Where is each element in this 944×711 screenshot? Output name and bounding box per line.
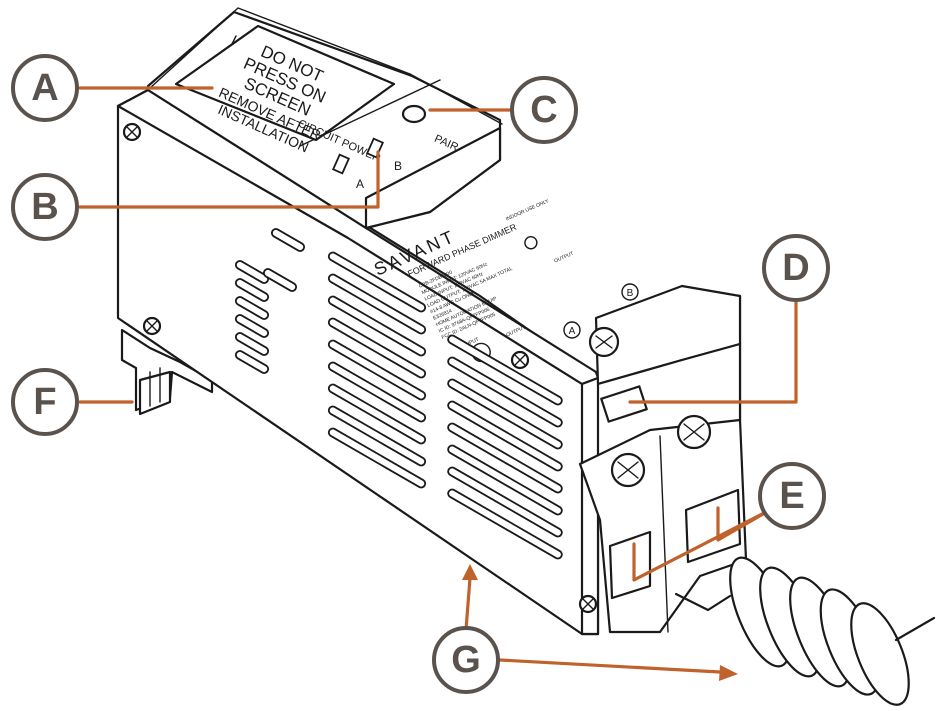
- callout-b-letter: B: [31, 186, 58, 228]
- callout-f: F: [11, 368, 134, 436]
- callout-e-letter: E: [779, 475, 804, 517]
- switch-a-label: A: [356, 177, 364, 191]
- wire-terminal-b[interactable]: [684, 488, 742, 564]
- output-a-marker: [563, 321, 581, 339]
- callouts: A B C D E F: [11, 54, 830, 694]
- dimmer-module: DO NOT PRESS ON SCREEN REMOVE AFTER INST…: [116, 7, 936, 706]
- callout-d: D: [628, 234, 830, 404]
- output-label-b: OUTPUT: [553, 251, 574, 265]
- din-rail-clip: [120, 328, 214, 416]
- indoor-label: INDOOR USE ONLY: [505, 198, 550, 223]
- switch-a[interactable]: [331, 153, 351, 175]
- callout-c: C: [428, 76, 578, 144]
- wire-terminal-a[interactable]: [608, 530, 652, 600]
- output-b-marker: [621, 283, 639, 301]
- callout-a: A: [11, 54, 214, 122]
- callout-g: G: [432, 564, 738, 694]
- terminal-screw-b[interactable]: [676, 414, 712, 450]
- ul-mark: [524, 236, 538, 250]
- output-b-letter: B: [627, 288, 634, 299]
- vent-slots: [234, 228, 563, 560]
- screw-top-left: [122, 122, 142, 142]
- switch-b-label: B: [394, 159, 402, 173]
- pair-button[interactable]: [401, 104, 427, 124]
- callout-b: B: [11, 150, 380, 241]
- switch-b[interactable]: [365, 137, 385, 159]
- input-label: INPUT: [464, 337, 480, 349]
- output-screw[interactable]: [588, 326, 620, 358]
- wire-entry-top: [600, 385, 648, 423]
- callout-d-letter: D: [782, 247, 809, 289]
- callout-c-letter: C: [530, 89, 557, 131]
- callout-f-letter: F: [33, 381, 56, 423]
- control-cap: [146, 7, 503, 230]
- screw-right-mid: [510, 350, 530, 370]
- output-a-letter: A: [569, 326, 576, 337]
- callout-a-letter: A: [31, 67, 58, 109]
- terminal-block: [578, 284, 748, 634]
- callout-e: E: [632, 462, 826, 582]
- callout-g-letter: G: [451, 639, 481, 681]
- screw-bottom-right: [578, 594, 598, 614]
- screw-bottom-left: [142, 316, 162, 336]
- coiled-wire: [674, 556, 936, 706]
- terminal-screw-a[interactable]: [610, 452, 646, 488]
- screen: [174, 24, 396, 142]
